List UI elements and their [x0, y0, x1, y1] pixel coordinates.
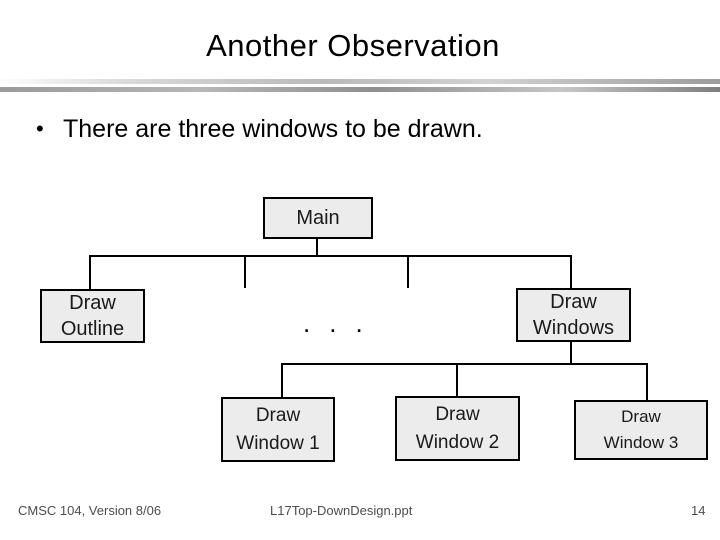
node-draw-windows-line1: Draw	[550, 291, 597, 313]
node-draw-window-1-line1: Draw	[255, 404, 301, 426]
node-draw-window-2: Draw Window 2	[395, 396, 520, 461]
node-draw-windows: Draw Windows	[516, 288, 631, 342]
page-title: Another Observation	[206, 28, 500, 63]
connector-stub-left	[244, 255, 246, 288]
bullet-item: • There are three windows to be drawn.	[0, 112, 700, 146]
connector-draw-windows-drop	[570, 342, 572, 365]
node-draw-outline-line1: Draw	[69, 292, 116, 314]
node-draw-outline: Draw Outline	[40, 289, 145, 343]
node-main: Main	[263, 197, 373, 239]
node-draw-window-2-line1: Draw	[435, 403, 480, 425]
connector-main-drop	[316, 239, 318, 257]
node-draw-window-3-line1: Draw	[621, 407, 661, 426]
connector-drop-window1	[281, 363, 283, 397]
node-draw-outline-line2: Outline	[60, 318, 125, 340]
node-draw-window-1: Draw Window 1	[221, 397, 335, 462]
node-draw-window-1-line2: Window 1	[236, 432, 320, 454]
footer-filename: L17Top-DownDesign.ppt	[270, 503, 413, 518]
node-draw-window-3-line2: Window 3	[603, 433, 679, 452]
bullet-icon: •	[36, 116, 44, 141]
node-main-label: Main	[296, 207, 340, 229]
node-draw-window-2-line2: Window 2	[415, 431, 500, 453]
connector-level2-horizontal	[281, 363, 648, 365]
connector-drop-window2	[456, 363, 458, 396]
footer-course-label: CMSC 104, Version 8/06	[18, 503, 162, 518]
connector-drop-window3	[646, 363, 648, 400]
node-draw-windows-line2: Windows	[532, 317, 615, 339]
footer-page-number: 14	[691, 503, 706, 518]
ellipsis-dots: ...	[303, 308, 382, 338]
bullet-text: There are three windows to be drawn.	[63, 115, 483, 143]
title-separator-top	[0, 79, 720, 84]
connector-drop-draw-outline	[89, 255, 91, 289]
connector-stub-right	[407, 255, 409, 288]
connector-level1-horizontal	[89, 255, 572, 257]
connector-drop-draw-windows	[570, 255, 572, 288]
node-draw-window-3: Draw Window 3	[574, 400, 708, 460]
title-separator-bottom	[0, 87, 720, 92]
